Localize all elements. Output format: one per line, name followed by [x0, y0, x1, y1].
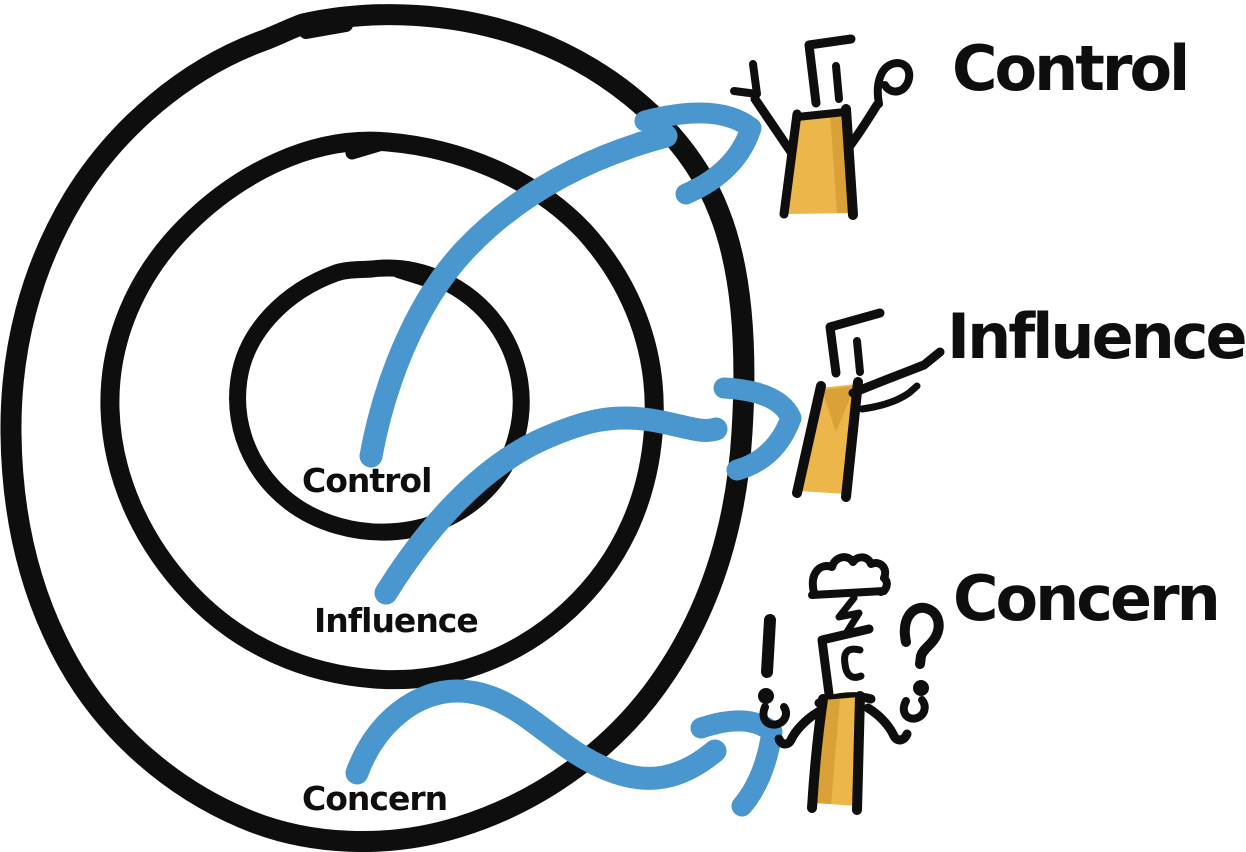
influence-figure-arm-lower [858, 382, 921, 413]
person-arms-raised-icon [730, 34, 914, 220]
control-figure-left-hand [730, 60, 761, 98]
arrow-concern-head [690, 710, 783, 817]
control-figure-body-right [841, 104, 858, 220]
thought-squiggle [835, 594, 863, 639]
arrow-control-shaft [359, 124, 678, 468]
control-figure-left-arm [750, 94, 796, 157]
concern-figure-face [841, 645, 865, 681]
control-figure-shoulders [793, 108, 849, 121]
concern-figure-left-arm [774, 707, 823, 749]
question-mark-icon [899, 602, 944, 669]
ring-control-stroke-overlap [392, 266, 436, 288]
concern-figure-body-right [852, 691, 865, 815]
control-figure-head [804, 34, 856, 108]
concern-figure-right-hand [899, 696, 929, 723]
ring-label-influence: Influence [314, 601, 478, 640]
influence-figure-head-side [853, 337, 864, 376]
arrow-influence-shaft [374, 406, 728, 605]
arrow-influence [374, 377, 802, 605]
ring-influence-stroke-overlap [345, 135, 396, 160]
person-shrugging-icon [758, 553, 944, 815]
concern-figure-left-hand [759, 703, 790, 729]
control-figure-right-arm [844, 100, 882, 152]
arrow-influence-head [713, 377, 802, 481]
ring-label-control: Control [302, 461, 431, 500]
thought-cloud-base [808, 587, 888, 599]
influence-figure-head [825, 308, 885, 378]
legend-label-concern: Concern [953, 562, 1218, 635]
influence-figure-arm-upper [848, 347, 945, 398]
influence-figure-body-left [792, 381, 826, 498]
legend-label-control: Control [952, 32, 1187, 105]
ring-concern [0, 4, 755, 852]
thought-cloud-icon [808, 553, 891, 597]
control-figure-right-hand [873, 59, 914, 108]
concern-figure-shirt-shade [814, 699, 840, 804]
exclamation-mark-icon [761, 614, 776, 678]
person-pointing-icon [792, 308, 945, 502]
influence-figure-shirt-shade [822, 386, 855, 432]
arrow-concern [345, 679, 783, 817]
influence-figure-body-right [841, 377, 863, 502]
exclamation-mark-dot [758, 688, 774, 704]
arrow-control [359, 102, 762, 468]
legend-label-influence: Influence [947, 300, 1246, 373]
arrow-control-head [634, 102, 762, 205]
ring-label-concern: Concern [302, 779, 447, 818]
ring-concern-stroke-overlap [299, 18, 353, 39]
question-mark-dot [913, 680, 929, 696]
control-figure-head-side [832, 62, 843, 103]
arrow-concern-shaft [345, 679, 727, 790]
ring-control [229, 259, 530, 541]
rings [0, 4, 755, 852]
concern-figure-right-arm [863, 703, 912, 745]
concern-figure-head [817, 624, 874, 699]
control-figure-body-left [779, 109, 802, 219]
ring-influence [100, 131, 664, 690]
